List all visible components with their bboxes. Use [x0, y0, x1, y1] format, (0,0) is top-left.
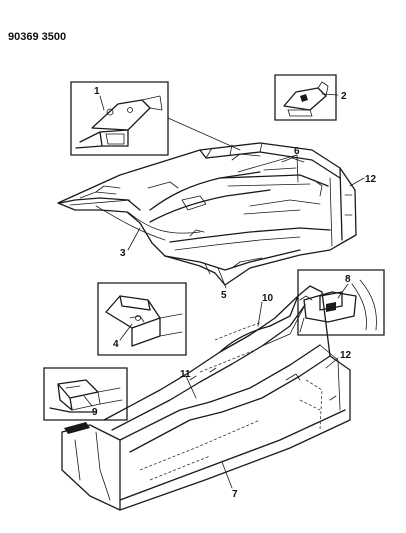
callout-7: 7	[232, 489, 238, 500]
leader-lines	[83, 93, 365, 489]
callout-5: 5	[221, 290, 227, 301]
inset-bracket-4	[97, 282, 187, 356]
callout-6: 6	[294, 146, 300, 157]
callout-3: 3	[120, 248, 126, 259]
callout-labels: 1 2 3 4 5 6 7 8 9 10 11 12 12	[92, 86, 377, 500]
inset-bracket-2	[274, 74, 337, 121]
callout-1: 1	[94, 86, 100, 97]
callout-12-lower: 12	[340, 350, 352, 361]
inset-bracket-1	[70, 81, 169, 156]
callout-2: 2	[341, 91, 347, 102]
callout-4: 4	[113, 339, 119, 350]
frame-rail-assembly	[61, 285, 351, 511]
callout-11: 11	[180, 369, 191, 380]
callout-9: 9	[92, 407, 98, 418]
diagram-part-number: 90369 3500	[8, 31, 66, 43]
callout-10: 10	[262, 293, 274, 304]
callout-8: 8	[345, 274, 351, 285]
floor-pan-assembly	[57, 142, 357, 286]
inset-bracket-8	[297, 269, 385, 336]
callout-12-upper: 12	[365, 174, 377, 185]
inset-bracket-9	[43, 367, 128, 421]
